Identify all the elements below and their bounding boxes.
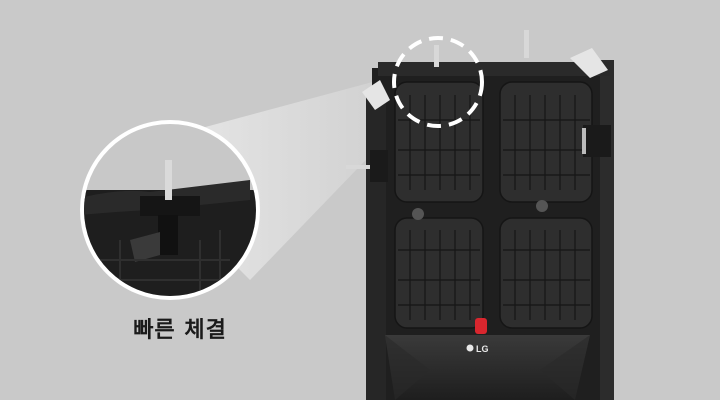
led-cabinet — [346, 30, 614, 400]
highlight-dashed-circle — [392, 36, 484, 128]
lg-logo-text: LG — [476, 344, 489, 354]
caption-quick-locking: 빠른 체결 — [133, 318, 227, 343]
zoom-detail-circle — [80, 120, 260, 300]
lg-logo-icon — [466, 344, 474, 352]
bottom-cover — [385, 335, 590, 400]
red-connector — [475, 318, 487, 334]
